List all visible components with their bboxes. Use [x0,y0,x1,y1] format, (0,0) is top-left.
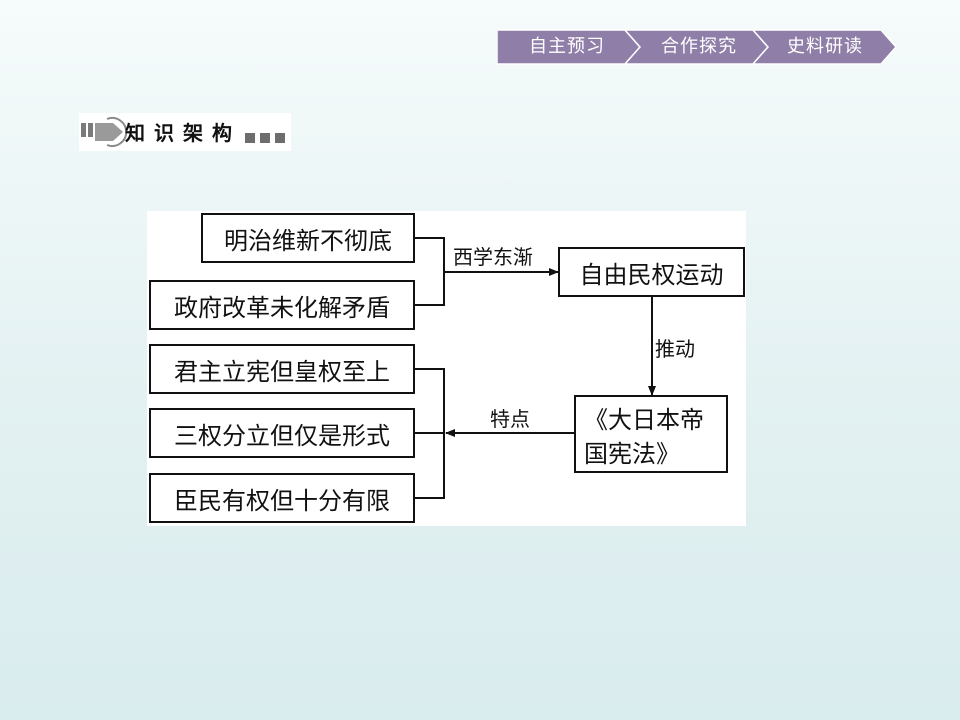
nav-tab-3-shape[interactable] [751,29,897,65]
section-header: 知识架构 [79,113,291,151]
section-title: 知识架构 [125,121,241,145]
connector-lines [415,237,656,499]
square-decor-icon [275,133,285,143]
cause-bracket-line [415,237,445,306]
nav-tab-1-label[interactable]: 自主预习 [529,36,605,57]
movement-box: 自由民权运动 [558,247,745,297]
nav-chevrons [497,29,897,65]
arrow-badge-icon [81,117,128,147]
square-decor-icon [260,133,270,143]
label-west: 西学东渐 [453,245,533,269]
square-decor-icon [245,133,255,143]
nav-tab-3-label[interactable]: 史料研读 [787,36,863,57]
top-nav: 自主预习 合作探究 史料研读 [497,29,897,65]
feature-box-1: 君主立宪但皇权至上 [149,344,415,394]
label-push: 推动 [655,337,695,361]
nav-tab-2-label[interactable]: 合作探究 [661,36,737,57]
label-features: 特点 [490,407,530,431]
cause-box-1: 明治维新不彻底 [201,213,415,263]
cause-box-2: 政府改革未化解矛盾 [149,280,415,330]
knowledge-diagram: 明治维新不彻底 政府改革未化解矛盾 西学东渐 自由民权运动 推动 《大日本帝国宪… [147,211,746,526]
constitution-box: 《大日本帝国宪法》 [574,395,728,473]
feature-box-3: 臣民有权但十分有限 [149,473,415,523]
feature-box-2: 三权分立但仅是形式 [149,408,415,458]
